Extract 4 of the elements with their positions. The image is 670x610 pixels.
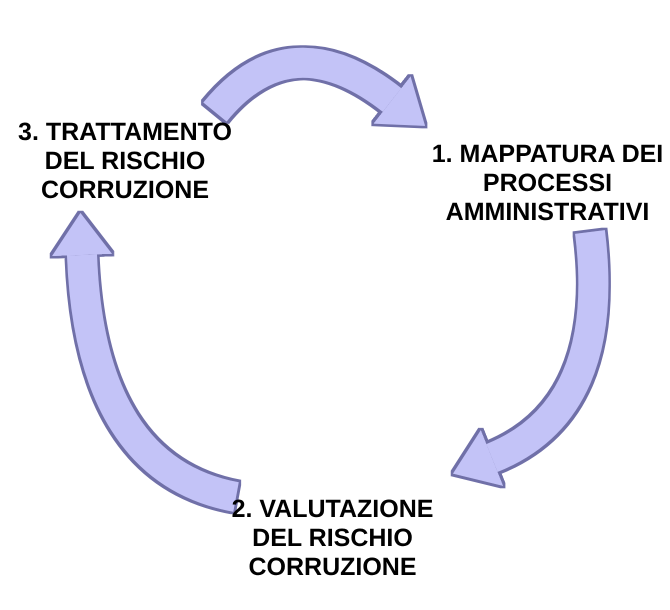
curved-arrow — [204, 48, 426, 125]
step-label: 1. MAPPATURA DEI PROCESSI AMMINISTRATIVI — [430, 140, 664, 227]
step-label: 2. VALUTAZIONE DEL RISCHIO CORRUZIONE — [230, 495, 434, 582]
step-label: 3. TRATTAMENTO DEL RISCHIO CORRUZIONE — [17, 118, 233, 205]
